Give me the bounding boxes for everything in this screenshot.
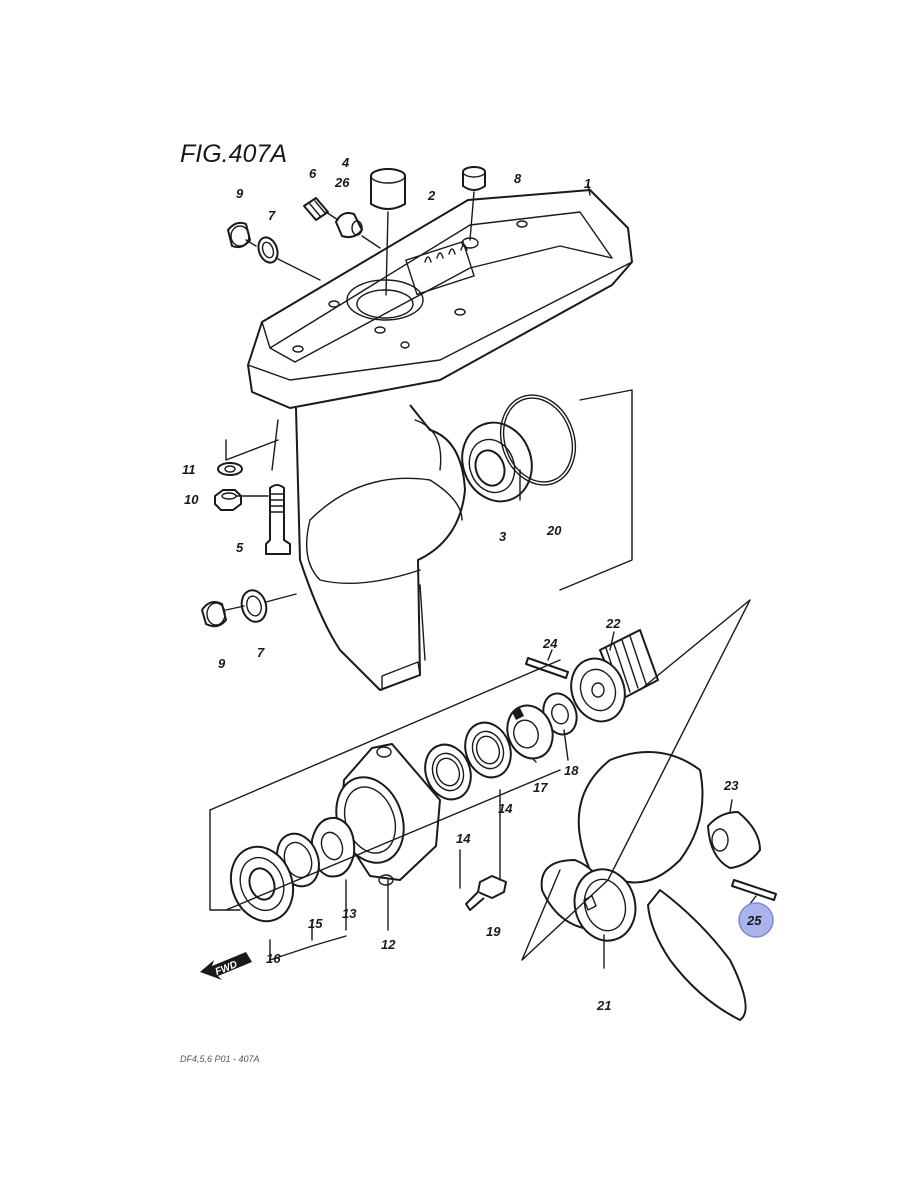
label-part-22[interactable]: 22 — [605, 616, 621, 631]
propeller-21 — [540, 751, 747, 1021]
label-part-14-a[interactable]: 14 — [456, 831, 471, 846]
label-part-6[interactable]: 6 — [309, 166, 317, 181]
label-part-13[interactable]: 13 — [342, 906, 357, 921]
gear-case — [247, 189, 633, 691]
oil-seal-14b — [464, 721, 512, 779]
bearing-3 — [461, 421, 533, 503]
plug-8 — [462, 166, 486, 191]
label-part-12[interactable]: 12 — [381, 937, 396, 952]
cotter-pin-25 — [731, 879, 777, 901]
leader-lines — [209, 183, 757, 969]
figure-title: FIG.407A — [180, 140, 287, 168]
label-part-3[interactable]: 3 — [499, 529, 507, 544]
label-part-7-lower[interactable]: 7 — [257, 645, 265, 660]
label-part-7-upper[interactable]: 7 — [268, 208, 276, 223]
label-part-15[interactable]: 15 — [308, 916, 323, 931]
part-number-labels: 1 2 3 4 5 6 7 7 8 9 9 10 11 12 13 14 14 … — [182, 155, 762, 1013]
label-part-24[interactable]: 24 — [542, 636, 558, 651]
bolt-19 — [465, 875, 507, 911]
label-part-5[interactable]: 5 — [236, 540, 244, 555]
hub-22 — [570, 629, 659, 723]
forward-arrow-icon: FWD — [200, 952, 252, 980]
label-part-1[interactable]: 1 — [584, 176, 591, 191]
gasket-lower — [240, 589, 268, 623]
sleeve-2 — [370, 168, 406, 210]
label-part-2[interactable]: 2 — [427, 188, 436, 203]
pin-24 — [525, 657, 569, 679]
oil-seal-14a — [424, 743, 472, 801]
figure-footer: DF4,5,6 P01 - 407A — [180, 1054, 260, 1064]
label-part-17[interactable]: 17 — [533, 780, 548, 795]
screw-6 — [303, 197, 329, 221]
nut-10 — [214, 489, 242, 511]
bearing-16 — [229, 845, 295, 923]
label-part-21[interactable]: 21 — [596, 998, 611, 1013]
label-part-19[interactable]: 19 — [486, 924, 501, 939]
washer-11 — [217, 462, 243, 476]
label-part-14-b[interactable]: 14 — [498, 801, 513, 816]
label-part-9-lower[interactable]: 9 — [218, 656, 226, 671]
label-part-26[interactable]: 26 — [334, 175, 350, 190]
label-part-9-upper[interactable]: 9 — [236, 186, 244, 201]
highlight-marker — [738, 902, 774, 938]
label-part-11[interactable]: 11 — [182, 462, 196, 477]
fwd-label: FWD — [214, 959, 239, 978]
spacer-26 — [335, 212, 363, 239]
label-part-20[interactable]: 20 — [546, 523, 562, 538]
prop-nut-23 — [707, 811, 761, 869]
label-part-4[interactable]: 4 — [341, 155, 350, 170]
drain-plug-upper — [227, 221, 251, 249]
label-part-23[interactable]: 23 — [723, 778, 739, 793]
label-part-8[interactable]: 8 — [514, 171, 522, 186]
label-part-10[interactable]: 10 — [184, 492, 199, 507]
retainer-17 — [506, 704, 554, 760]
label-part-18[interactable]: 18 — [564, 763, 579, 778]
o-ring-20 — [499, 394, 577, 486]
gasket-upper — [257, 236, 279, 264]
label-part-25[interactable]: 25 — [746, 913, 762, 928]
label-part-16[interactable]: 16 — [266, 951, 281, 966]
stud-5 — [265, 484, 291, 555]
drain-plug-lower — [201, 601, 227, 628]
